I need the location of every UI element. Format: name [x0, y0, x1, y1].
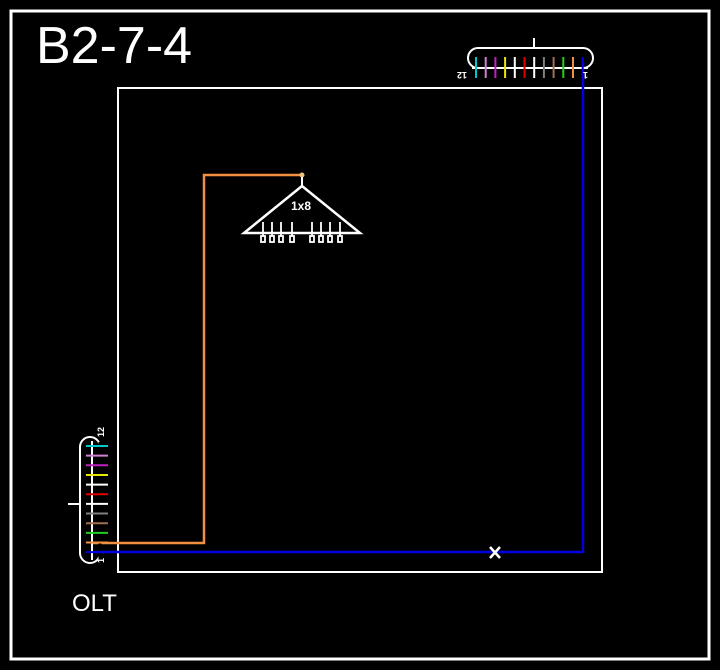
blue-fiber[interactable] — [92, 62, 585, 554]
olt-cable[interactable]: 12 1 — [68, 427, 108, 564]
svg-text:1: 1 — [583, 70, 588, 80]
break-x-icon[interactable] — [489, 546, 501, 559]
svg-text:12: 12 — [457, 70, 467, 80]
svg-text:12: 12 — [96, 427, 106, 437]
inner-box — [117, 87, 603, 573]
diagram-title: B2-7-4 — [36, 17, 193, 75]
splitter-1x8[interactable] — [240, 172, 364, 243]
svg-text:1: 1 — [96, 558, 106, 563]
olt-label: OLT — [72, 590, 117, 617]
top-cable[interactable]: 12 1 — [457, 38, 594, 80]
splitter-label: 1x8 — [291, 199, 311, 213]
outer-frame — [9, 9, 711, 661]
orange-fiber[interactable] — [92, 173, 302, 545]
